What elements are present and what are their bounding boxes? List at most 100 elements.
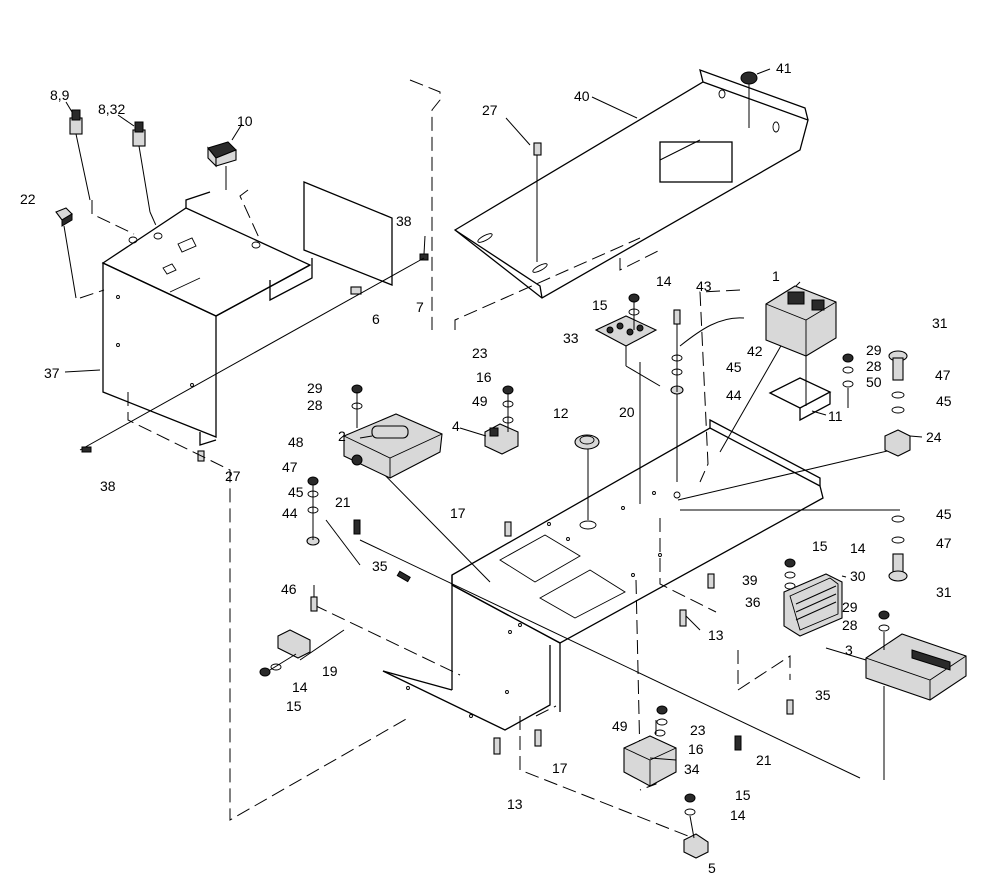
callout-31-top: 31 bbox=[932, 315, 948, 331]
callout-45-mid: 45 bbox=[726, 359, 742, 375]
callout-14-top: 14 bbox=[656, 273, 672, 289]
callout-20: 20 bbox=[619, 404, 635, 420]
terminal-5 bbox=[683, 833, 709, 859]
callout-1: 1 bbox=[772, 268, 780, 284]
callout-24: 24 bbox=[926, 429, 942, 445]
callout-13-right: 13 bbox=[708, 627, 724, 643]
callout-35-left: 35 bbox=[372, 558, 388, 574]
callout-43: 43 bbox=[696, 278, 712, 294]
screw-38-left bbox=[81, 446, 92, 453]
callout-15-top: 15 bbox=[592, 297, 608, 313]
circuit-board bbox=[303, 181, 393, 286]
callout-44-right: 44 bbox=[726, 387, 742, 403]
cover-screw-27-top bbox=[505, 117, 542, 262]
callout-8-9: 8,9 bbox=[50, 87, 70, 103]
callout-7: 7 bbox=[416, 299, 424, 315]
indicator-22 bbox=[55, 207, 77, 299]
callout-38-left: 38 bbox=[100, 478, 116, 494]
callout-34: 34 bbox=[684, 761, 700, 777]
callout-40: 40 bbox=[574, 88, 590, 104]
callout-15-bottom: 15 bbox=[735, 787, 751, 803]
callout-2: 2 bbox=[338, 428, 346, 444]
callout-49-top: 49 bbox=[472, 393, 488, 409]
callout-50: 50 bbox=[866, 374, 882, 390]
callout-6: 6 bbox=[372, 311, 380, 327]
callout-45-right: 45 bbox=[936, 393, 952, 409]
callout-45-right-bottom: 45 bbox=[936, 506, 952, 522]
callout-10: 10 bbox=[237, 113, 253, 129]
relay-4 bbox=[484, 423, 519, 455]
callout-leaders bbox=[64, 281, 923, 761]
bolt-31-top bbox=[888, 350, 908, 381]
callout-41: 41 bbox=[776, 60, 792, 76]
callout-17-bottom: 17 bbox=[552, 760, 568, 776]
callout-28-right: 28 bbox=[866, 358, 882, 374]
cable-42 bbox=[679, 317, 745, 347]
callout-28-module: 28 bbox=[842, 617, 858, 633]
callout-44-left: 44 bbox=[282, 505, 298, 521]
transformer-1 bbox=[765, 285, 837, 357]
callout-47-left: 47 bbox=[282, 459, 298, 475]
callout-14-left: 14 bbox=[292, 679, 308, 695]
grommet-12 bbox=[574, 434, 600, 450]
controller-30 bbox=[783, 573, 843, 637]
callout-3: 3 bbox=[845, 642, 853, 658]
callout-27-box: 27 bbox=[225, 468, 241, 484]
callout-47-right: 47 bbox=[935, 367, 951, 383]
callout-19: 19 bbox=[322, 663, 338, 679]
callout-23-bottom: 23 bbox=[690, 722, 706, 738]
switch-8-9 bbox=[65, 101, 91, 201]
terminal-strip-33 bbox=[594, 315, 658, 347]
switch-8-32 bbox=[117, 114, 151, 213]
screw-38-right bbox=[419, 235, 429, 261]
callout-45-left: 45 bbox=[288, 484, 304, 500]
callout-labels: 1 2 3 4 5 6 7 8,9 8,32 10 11 12 13 13 14… bbox=[20, 60, 952, 876]
coupler-24 bbox=[884, 429, 911, 457]
callout-38-right: 38 bbox=[396, 213, 412, 229]
callout-31-bottom: 31 bbox=[936, 584, 952, 600]
callout-15-right: 15 bbox=[812, 538, 828, 554]
callout-22: 22 bbox=[20, 191, 36, 207]
module-2 bbox=[343, 413, 443, 479]
callout-48: 48 bbox=[288, 434, 304, 450]
fastener-set bbox=[259, 293, 905, 839]
callout-33: 33 bbox=[563, 330, 579, 346]
callout-8-32: 8,32 bbox=[98, 101, 125, 117]
base-plate bbox=[382, 418, 824, 731]
module-3 bbox=[865, 633, 967, 701]
callout-17-top: 17 bbox=[450, 505, 466, 521]
cover-nut-41 bbox=[740, 68, 771, 128]
callout-47-right-bottom: 47 bbox=[936, 535, 952, 551]
callout-16-bottom: 16 bbox=[688, 741, 704, 757]
callout-37: 37 bbox=[44, 365, 60, 381]
callout-4: 4 bbox=[452, 418, 460, 434]
callout-5: 5 bbox=[708, 860, 716, 876]
callout-14-right: 14 bbox=[850, 540, 866, 556]
connector-19 bbox=[277, 629, 311, 659]
callout-42: 42 bbox=[747, 343, 763, 359]
callout-27-top: 27 bbox=[482, 102, 498, 118]
callout-49-bottom: 49 bbox=[612, 718, 628, 734]
callout-46: 46 bbox=[281, 581, 297, 597]
callout-21-left: 21 bbox=[335, 494, 351, 510]
bolt-31-bottom bbox=[888, 553, 908, 582]
callout-15-left: 15 bbox=[286, 698, 302, 714]
transformer-34 bbox=[623, 735, 677, 787]
callout-29-left: 29 bbox=[307, 380, 323, 396]
control-box-housing bbox=[101, 191, 313, 446]
callout-14-bottom: 14 bbox=[730, 807, 746, 823]
callout-12: 12 bbox=[553, 405, 569, 421]
connector-6 bbox=[350, 286, 362, 295]
callout-13-bottom: 13 bbox=[507, 796, 523, 812]
callout-29-module: 29 bbox=[842, 599, 858, 615]
callout-29-right: 29 bbox=[866, 342, 882, 358]
callout-39: 39 bbox=[742, 572, 758, 588]
callout-36: 36 bbox=[745, 594, 761, 610]
callout-16-top: 16 bbox=[476, 369, 492, 385]
callout-28-left: 28 bbox=[307, 397, 323, 413]
top-cover-panel bbox=[453, 68, 809, 299]
callout-35-right: 35 bbox=[815, 687, 831, 703]
rocker-switch-10 bbox=[207, 123, 243, 190]
callout-23-top: 23 bbox=[472, 345, 488, 361]
